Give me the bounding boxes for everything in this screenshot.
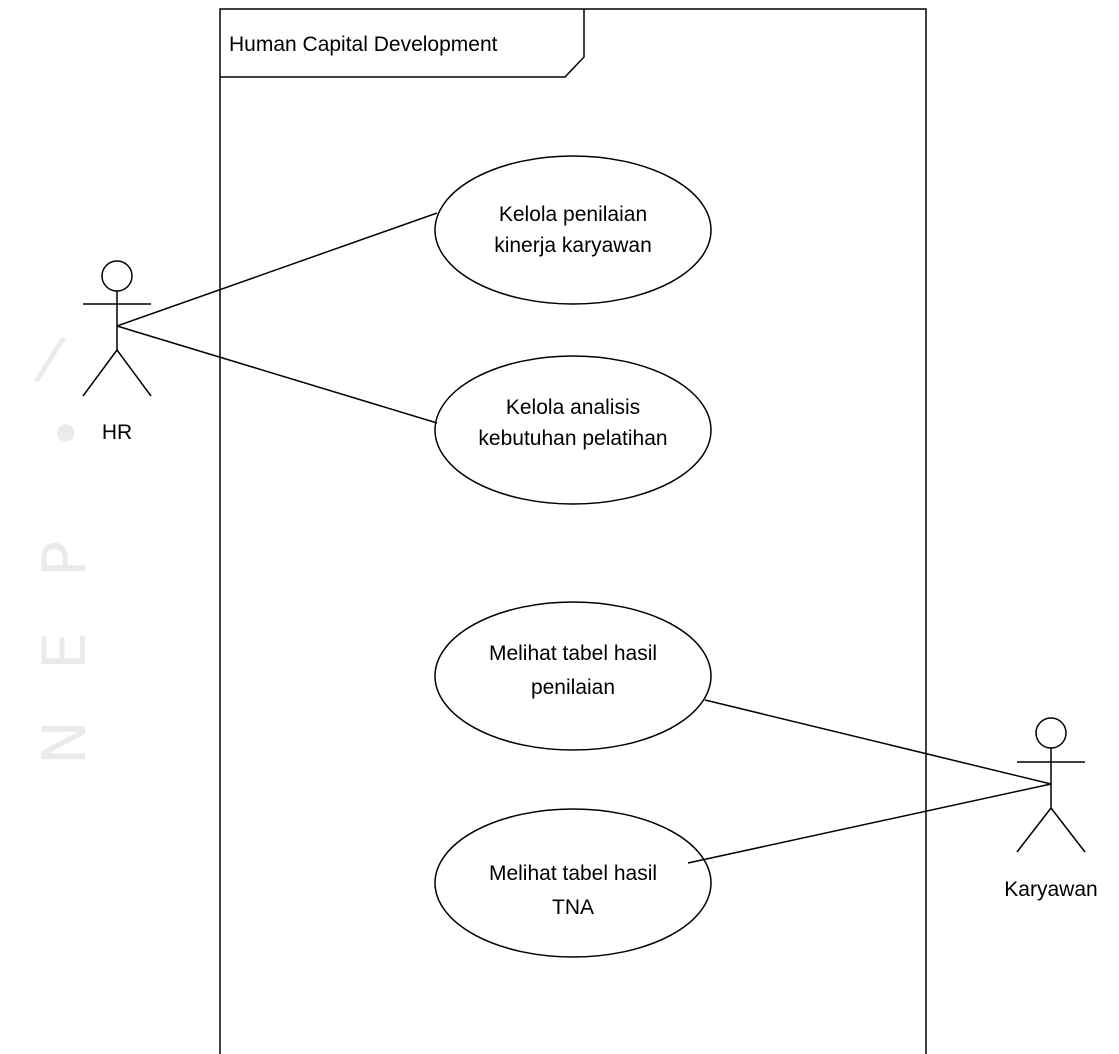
use-case-ellipse — [434, 601, 712, 751]
use-case-ellipse — [434, 355, 712, 505]
actor-name: Karyawan — [1004, 878, 1097, 901]
use-case-label-line-2: TNA — [552, 896, 594, 919]
actor-leg-right — [1050, 807, 1086, 853]
association-karyawan-uc3 — [704, 699, 1052, 785]
watermark-glyph-5: N — [30, 720, 100, 765]
use-case-ellipse — [434, 808, 712, 958]
association-hr-uc1 — [116, 212, 438, 327]
actor-head — [101, 260, 133, 292]
use-case-label-line-2: penilaian — [531, 676, 615, 699]
associations — [116, 212, 1052, 864]
association-hr-uc2 — [116, 325, 438, 424]
use-case-label-line-2: kebutuhan pelatihan — [478, 427, 667, 450]
actor-hr[interactable]: HR — [82, 260, 152, 444]
system-title: Human Capital Development — [229, 33, 498, 56]
system-title-tab — [220, 9, 585, 78]
actor-leg-right — [116, 349, 152, 397]
use-case-label-line-2: kinerja karyawan — [494, 234, 652, 257]
actor-leg-left — [82, 349, 118, 397]
actor-head — [1035, 717, 1067, 749]
watermark-glyph-2: • — [48, 400, 83, 470]
actor-name: HR — [102, 421, 132, 444]
use-case-ellipse — [434, 155, 712, 305]
watermark-glyph-3: P — [30, 541, 100, 577]
watermark-glyph-1: / — [31, 322, 69, 395]
use-case-label-line-1: Melihat tabel hasil — [489, 642, 657, 665]
use-case-label-line-1: Melihat tabel hasil — [489, 862, 657, 885]
use-case-kelola-penilaian-kinerja[interactable]: Kelola penilaian kinerja karyawan — [434, 155, 712, 305]
watermark-glyph-4: E — [30, 632, 100, 670]
use-case-label-line-1: Kelola penilaian — [499, 203, 647, 226]
use-case-melihat-tabel-penilaian[interactable]: Melihat tabel hasil penilaian — [434, 601, 712, 751]
system-boundary-frame — [219, 8, 927, 1054]
use-case-kelola-analisis-kebutuhan[interactable]: Kelola analisis kebutuhan pelatihan — [434, 355, 712, 505]
system-boundary: Human Capital Development — [219, 8, 927, 1054]
actor-karyawan[interactable]: Karyawan — [1004, 717, 1098, 901]
use-case-melihat-tabel-tna[interactable]: Melihat tabel hasil TNA — [434, 808, 712, 958]
watermark: / • P E N — [30, 322, 100, 765]
use-case-label-line-1: Kelola analisis — [506, 396, 640, 419]
actor-leg-left — [1016, 807, 1052, 853]
association-karyawan-uc4 — [687, 783, 1052, 864]
